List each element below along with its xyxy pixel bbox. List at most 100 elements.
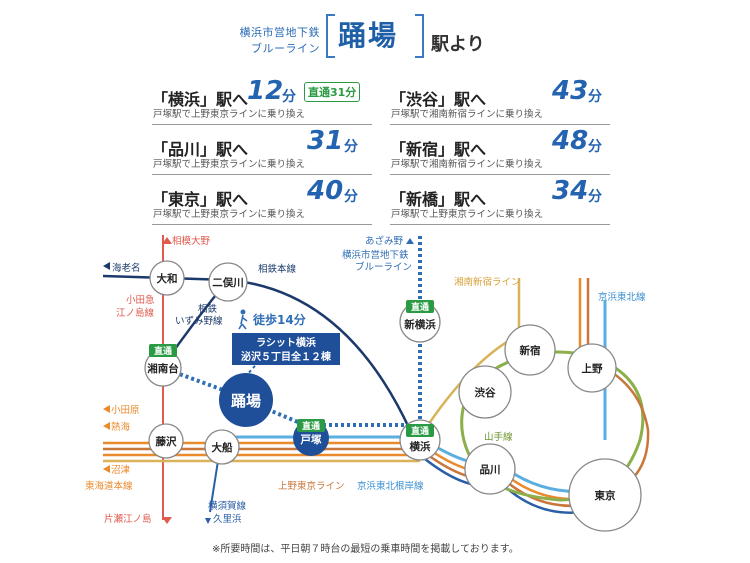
arrow-up-icon [406, 238, 414, 244]
minutes-unit: 分 [588, 89, 602, 105]
station-futamatagawa: 二俣川 [208, 262, 248, 302]
label-ebina: 海老名 [112, 262, 141, 274]
label-yamanote: 山手線 [484, 431, 513, 443]
svg-text:踊場: 踊場 [231, 392, 261, 410]
arrow-up-icon [162, 237, 172, 244]
label-ueno-tokyo-line: 上野東京ライン [278, 480, 345, 492]
arrow-left-icon [103, 405, 110, 413]
svg-text:戸塚: 戸塚 [300, 433, 322, 446]
time-row-shibuya: 「渋谷」駅へ 43 分 戸塚駅で湘南新宿ラインに乗り換え [390, 74, 610, 125]
property-name: ラシット横浜 [256, 336, 316, 349]
header-line: ブルーライン [251, 42, 320, 55]
label-keihin-tohoku: 京浜東北線 [598, 291, 646, 303]
header-station: 踊場 [338, 19, 399, 52]
destination: 「渋谷」駅へ [390, 90, 487, 109]
property-box: ラシット横浜 泌沢５丁目全１２棟 [232, 333, 340, 365]
label-odakyu-2: 江ノ島線 [116, 307, 155, 319]
station-odoriba: 踊場 [219, 373, 273, 427]
bracket-left [326, 14, 335, 58]
footnote: ※所要時間は、平日朝７時台の最短の乗車時間を掲載しております。 [212, 544, 519, 555]
station-shinjuku: 新宿 [504, 324, 556, 376]
svg-text:新横浜: 新横浜 [404, 318, 436, 331]
svg-text:藤沢: 藤沢 [156, 435, 177, 448]
time-row-shinjuku: 「新宿」駅へ 48 分 戸塚駅で湘南新宿ラインに乗り換え [390, 124, 610, 175]
minutes-unit: 分 [344, 189, 358, 205]
transfer-note: 戸塚駅で上野東京ラインに乗り換え [391, 209, 544, 220]
minutes: 43 [552, 76, 589, 106]
destination: 「品川」駅へ [152, 140, 249, 159]
label-keihin-negishi: 京浜東北根岸線 [357, 480, 424, 492]
station-ofuna: 大船 [204, 429, 240, 465]
direct-badge-shinyokohama: 直通 [406, 300, 434, 313]
bracket-right [415, 14, 424, 58]
time-row-shinagawa: 「品川」駅へ 31 分 戸塚駅で上野東京ラインに乗り換え [152, 124, 372, 175]
label-azamino: あざみ野 [365, 235, 404, 247]
label-blue-line-1: 横浜市営地下鉄 [342, 249, 409, 261]
minutes: 48 [552, 126, 589, 156]
transfer-note: 戸塚駅で上野東京ラインに乗り換え [153, 109, 306, 120]
minutes-unit: 分 [344, 139, 358, 155]
arrow-down-icon [205, 518, 211, 524]
label-shonan-shinjuku: 湘南新宿ライン [454, 276, 521, 288]
station-shinagawa: 品川 [464, 443, 516, 495]
direct-badge-yokohama: 直通 [406, 424, 434, 437]
destination: 「新宿」駅へ [390, 140, 487, 159]
arrow-left-icon [103, 422, 110, 430]
label-sagami-ono: 相模大野 [172, 235, 211, 247]
minutes-unit: 分 [282, 89, 296, 105]
svg-text:徒歩14分: 徒歩14分 [252, 312, 306, 327]
destination: 「東京」駅へ [152, 190, 249, 209]
svg-text:二俣川: 二俣川 [212, 276, 244, 289]
label-kurihama: 久里浜 [213, 513, 242, 525]
svg-text:渋谷: 渋谷 [475, 386, 496, 399]
label-blue-line-2: ブルーライン [355, 261, 412, 273]
property-block: 泌沢５丁目全１２棟 [241, 350, 332, 363]
time-row-yokohama: 「横浜」駅へ 12 分 直通31分 戸塚駅で上野東京ラインに乗り換え [152, 74, 372, 125]
label-sotetsu-2: いずみ野線 [175, 315, 223, 327]
walk-icon [240, 309, 246, 315]
label-yokosuka: 横須賀線 [208, 500, 247, 512]
svg-text:横浜: 横浜 [410, 440, 431, 453]
minutes: 12 [247, 76, 284, 106]
header-operator: 横浜市営地下鉄 [239, 26, 320, 39]
walk-indicator: 徒歩14分 [238, 309, 306, 330]
minutes-unit: 分 [588, 189, 602, 205]
transfer-note: 戸塚駅で湘南新宿ラインに乗り換え [391, 159, 544, 170]
label-sotetsu-main: 相鉄本線 [258, 263, 297, 275]
svg-text:直通: 直通 [302, 420, 320, 432]
svg-text:大船: 大船 [212, 441, 233, 454]
station-ueno: 上野 [567, 343, 617, 393]
station-yamato: 大和 [149, 260, 185, 296]
svg-text:上野: 上野 [582, 362, 603, 375]
destination: 「横浜」駅へ [152, 90, 249, 109]
minutes: 34 [552, 176, 589, 206]
label-katase: 片瀬江ノ島 [104, 513, 152, 525]
svg-text:直通: 直通 [411, 425, 429, 437]
destination: 「新橋」駅へ [390, 190, 487, 209]
sotetsu-main-east [227, 278, 412, 431]
transfer-note: 戸塚駅で上野東京ラインに乗り換え [153, 209, 306, 220]
arrow-left-icon [103, 465, 110, 473]
label-numazu: 沼津 [111, 465, 131, 476]
label-atami: 熱海 [111, 421, 131, 433]
direct-badge-shonandai: 直通 [149, 344, 177, 357]
minutes: 40 [307, 176, 344, 206]
walk-icon-body [238, 314, 248, 330]
transfer-note: 戸塚駅で湘南新宿ラインに乗り換え [391, 109, 544, 120]
arrow-left-icon [103, 262, 110, 270]
time-row-shinbashi: 「新橋」駅へ 34 分 戸塚駅で上野東京ラインに乗り換え [390, 174, 610, 225]
direct-badge: 直通31分 [304, 82, 361, 102]
svg-text:新宿: 新宿 [520, 344, 541, 357]
blue-line-mid [244, 398, 306, 427]
svg-text:湘南台: 湘南台 [147, 362, 179, 375]
svg-text:直通: 直通 [154, 345, 172, 357]
svg-text:直通: 直通 [411, 301, 429, 313]
station-fujisawa: 藤沢 [148, 423, 184, 459]
svg-text:品川: 品川 [480, 464, 501, 476]
label-odawara: 小田原 [111, 405, 140, 416]
time-row-tokyo: 「東京」駅へ 40 分 戸塚駅で上野東京ラインに乗り換え [152, 174, 372, 225]
direct-badge-totsuka: 直通 [297, 419, 325, 432]
minutes: 31 [307, 126, 344, 156]
